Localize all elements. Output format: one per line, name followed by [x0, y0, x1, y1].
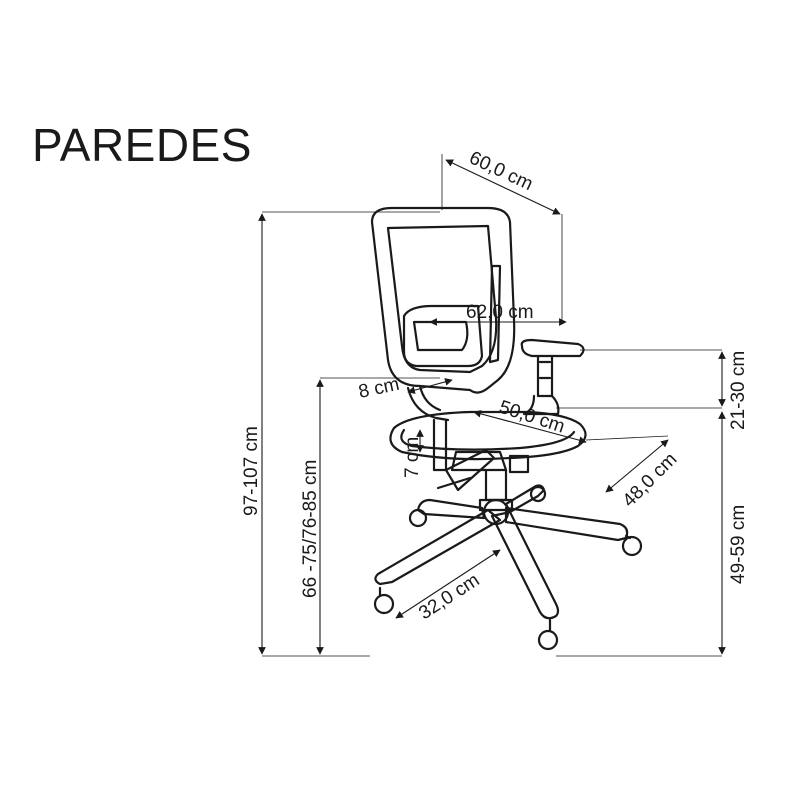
backrest-frame: [370, 206, 516, 394]
dim-32-line: [395, 549, 501, 619]
lumbar-support: [402, 304, 484, 368]
base-arm-back-right: [504, 484, 546, 514]
armrest-left: [432, 418, 448, 472]
base-arm-back-left: [416, 498, 486, 520]
armrest-post: [536, 354, 554, 398]
armrest-pad: [520, 338, 585, 358]
casters: [373, 485, 643, 651]
base-arm-left: [374, 508, 502, 586]
dimension-lines: [258, 154, 726, 657]
dim-97-label: 97-107 cm: [241, 426, 262, 516]
product-title: PAREDES: [32, 119, 252, 171]
base-hub: [482, 498, 510, 526]
seat: [389, 410, 587, 461]
dim-66-label: 66 -75/76-85 cm: [300, 460, 321, 598]
chair-outline: [370, 206, 643, 651]
dim-62-label: 62,0 cm: [466, 302, 534, 323]
dim-50-line: [473, 410, 587, 444]
tilt-lever: [444, 448, 496, 492]
base-arm-right: [504, 506, 629, 542]
dim-48-line: [605, 439, 669, 493]
dim-48-label: 48,0 cm: [619, 449, 682, 512]
dim-8-line: [407, 378, 453, 394]
dim-49-label: 49-59 cm: [728, 505, 749, 584]
gas-cylinder: [484, 468, 508, 502]
dim-60-line: [445, 159, 561, 215]
base-arm-front: [490, 510, 560, 620]
dim-32-label: 32,0 cm: [415, 570, 483, 624]
dim-60-label: 60,0 cm: [466, 147, 536, 195]
dim-7-label: 7 cm: [402, 437, 423, 478]
dim-21-label: 21-30 cm: [728, 351, 749, 430]
